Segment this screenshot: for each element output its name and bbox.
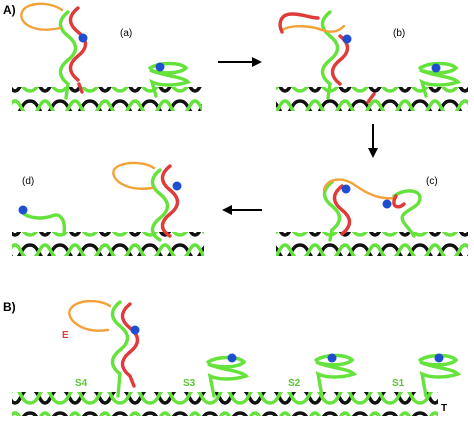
enzyme-loop-a	[20, 2, 64, 31]
step-label-a: (a)	[120, 28, 132, 39]
panel-label-b: B)	[3, 300, 16, 314]
tail-red-a	[77, 82, 84, 94]
enzyme-loop-b	[68, 299, 112, 332]
duplex-green-c	[322, 180, 342, 242]
label-track: T	[441, 403, 447, 414]
step-label-d: (d)	[22, 176, 34, 187]
fluorophore-d2	[172, 181, 182, 191]
fluorophore-s1	[434, 353, 444, 363]
label-enzyme: E	[62, 330, 69, 341]
cleaved-red-b	[366, 92, 376, 104]
label-s2: S2	[288, 378, 301, 389]
duplex-green-d	[150, 168, 170, 242]
bound-red-c	[392, 194, 406, 209]
substrate-s3	[206, 355, 250, 398]
arrow-c-to-d	[222, 205, 262, 215]
step-label-c: (c)	[426, 176, 438, 187]
fluorophore-s2	[327, 353, 337, 363]
enzyme-loop-d	[112, 161, 156, 190]
arrow-a-to-b	[218, 57, 262, 67]
substrate-s2	[314, 353, 358, 398]
fluorophore-a1	[78, 33, 88, 43]
duplex-red-c	[332, 184, 352, 236]
step-c: (c)	[276, 176, 468, 256]
fluorophore-b1	[342, 34, 352, 44]
substrate-coil-b	[418, 61, 462, 98]
duplex-green-b	[320, 10, 340, 100]
fluorophore-s3	[227, 353, 237, 363]
panel-b: E S4 S3 S2 S1 T	[12, 299, 462, 416]
step-d: (d)	[12, 161, 204, 256]
duplex-green-a	[58, 10, 78, 100]
duplex-red-s4	[120, 302, 140, 388]
fluorophore-d1	[18, 205, 28, 215]
duplex-red-a	[68, 6, 88, 82]
panel-label-a: A)	[3, 3, 16, 17]
enzyme-strand-b	[280, 24, 346, 33]
dna-track-a	[12, 87, 202, 111]
duplex-green-s4	[110, 300, 130, 398]
label-s4: S4	[75, 378, 88, 389]
dna-track-c	[276, 232, 468, 256]
next-substrate-c	[392, 189, 422, 238]
enzyme-strand-c	[322, 178, 398, 200]
step-b: (b)	[276, 10, 468, 111]
dna-track-d	[12, 232, 204, 256]
arrow-b-to-c	[368, 124, 378, 158]
substrate-s1	[418, 353, 462, 398]
dna-track-long	[12, 392, 438, 416]
duplex-red-d	[160, 164, 180, 238]
fluorophore-b2	[431, 63, 441, 73]
released-substrate-d	[22, 212, 67, 236]
label-s3: S3	[183, 378, 196, 389]
fluorophore-c1	[341, 184, 351, 194]
substrate-coil-a	[148, 61, 192, 98]
step-label-b: (b)	[393, 28, 405, 39]
fluorophore-a2	[155, 62, 165, 72]
released-red-b	[278, 12, 320, 34]
step-a: (a)	[12, 2, 202, 111]
fluorophore-c2	[382, 199, 392, 209]
fluorophore-s4	[130, 325, 140, 335]
label-s1: S1	[392, 378, 405, 389]
